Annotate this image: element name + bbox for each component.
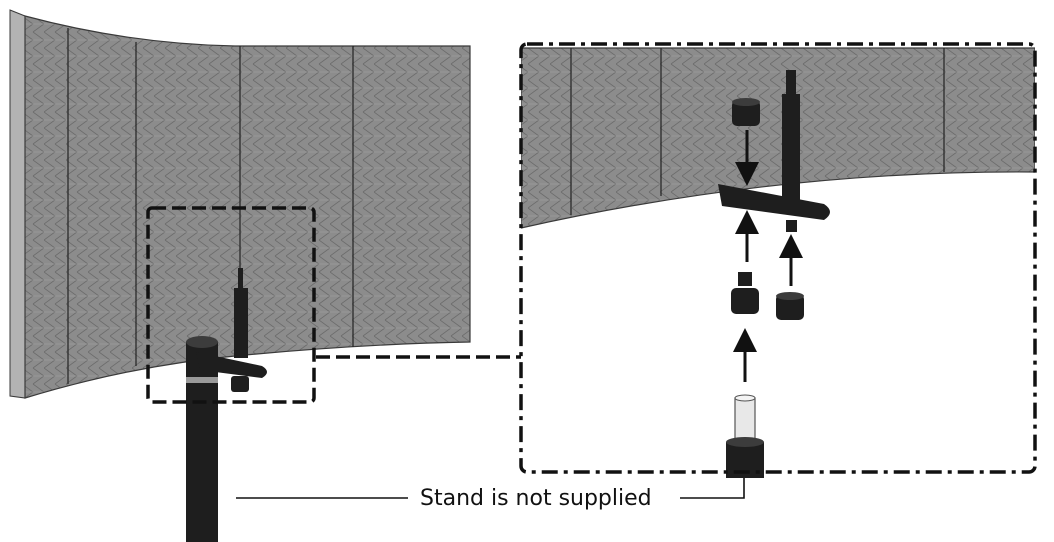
detail-highlight-box (146, 206, 316, 404)
zoom-detail-box (519, 42, 1037, 474)
mic-stand (186, 336, 218, 542)
mounting-bracket (196, 268, 267, 392)
caption-leader-right (680, 478, 745, 499)
top-knob (732, 98, 760, 126)
zoomed-bracket (718, 70, 830, 232)
reflection-filter-panel (9, 9, 471, 399)
thread-adapter (731, 272, 759, 314)
side-knob (776, 292, 804, 320)
stand-top-clear-adapter (726, 394, 764, 478)
stand-not-supplied-caption: Stand is not supplied (420, 486, 652, 511)
zoomed-detail (521, 47, 1035, 229)
